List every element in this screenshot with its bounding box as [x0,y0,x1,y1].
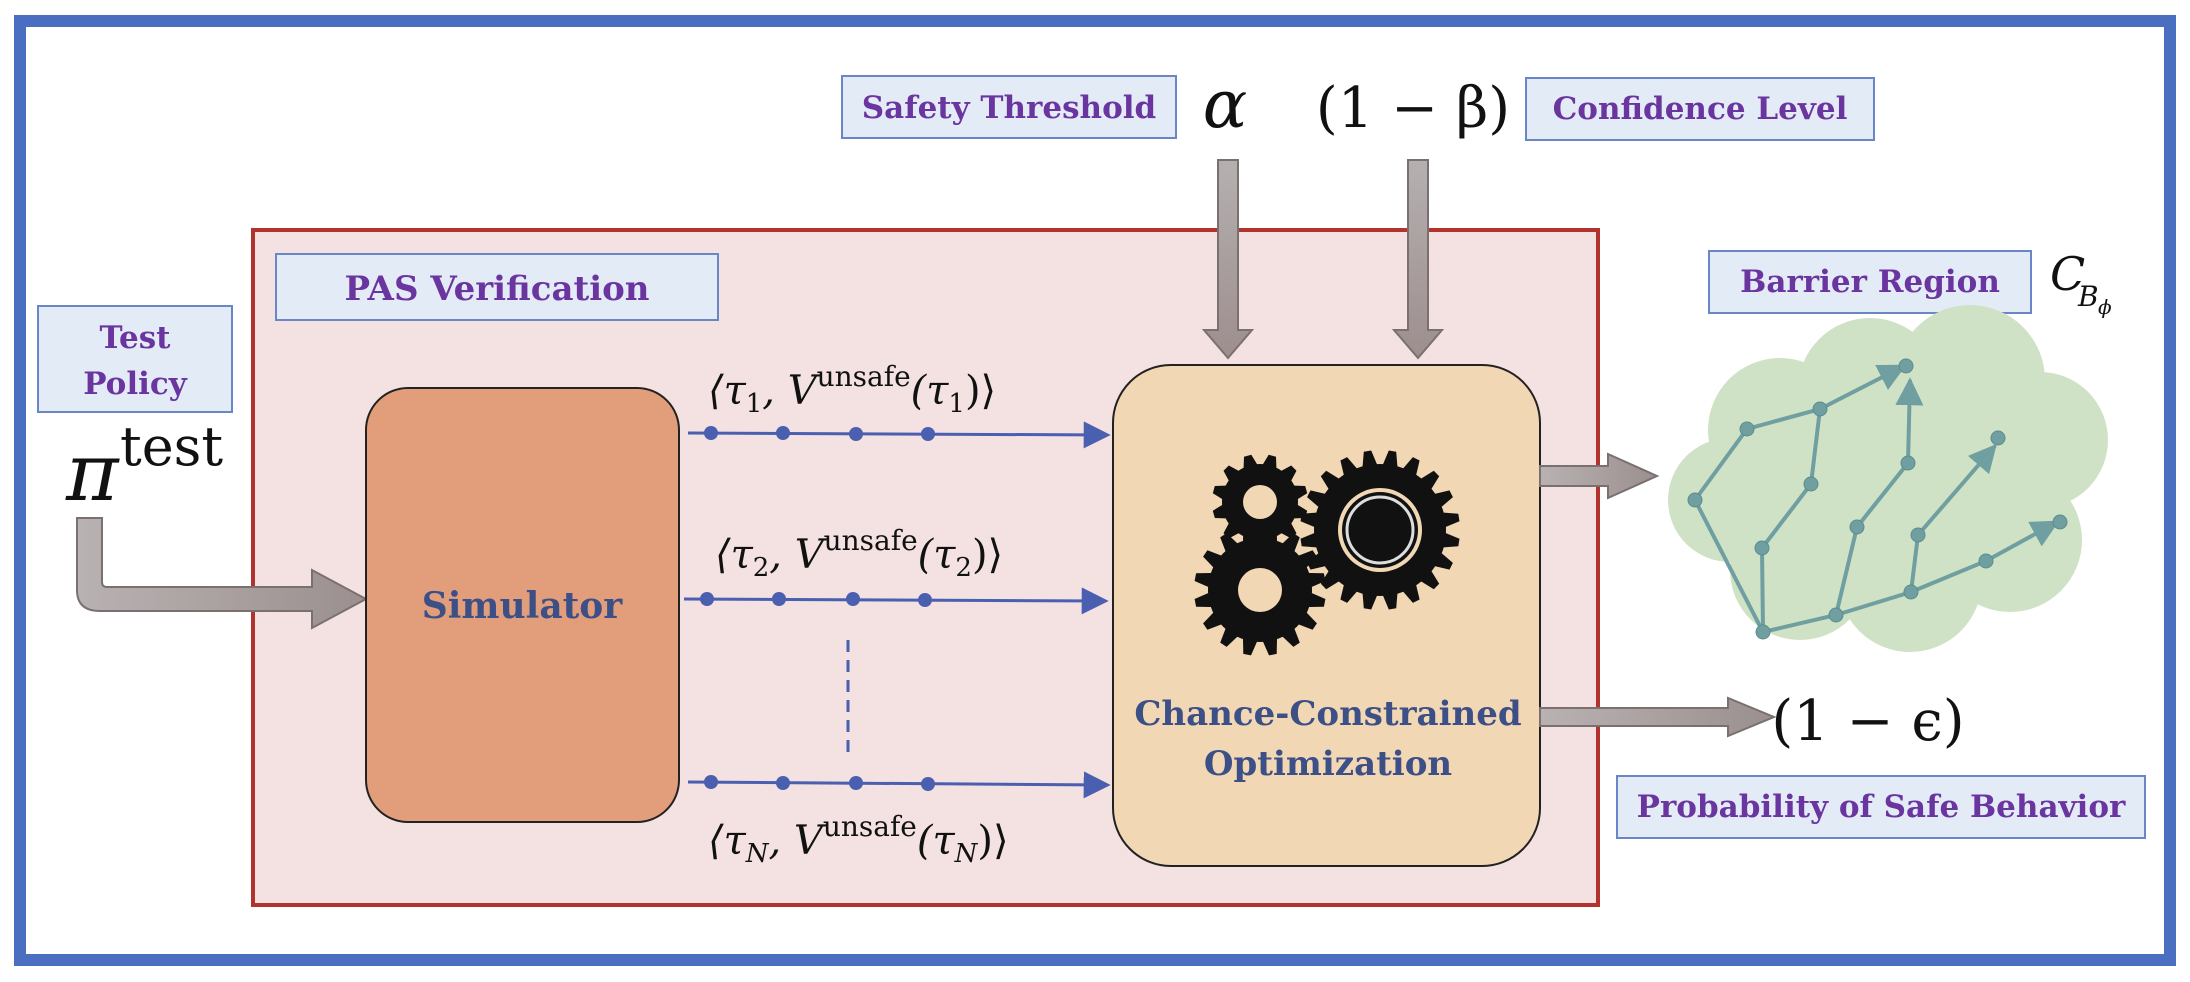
one-minus-beta: (1 − β) [1316,76,1510,141]
svg-text:test: test [120,415,223,478]
svg-text:B: B [2077,280,2099,313]
optimizer-block: Chance-Constrained Optimization [1112,364,1541,867]
trajectory-2-label: ⟨τ2, Vunsafe(τ2)⟩ [715,524,1003,583]
barrier-region-label: Barrier Region [1708,250,2032,314]
trajectory-n [687,771,1111,799]
svg-text:Test: Test [99,320,171,356]
trajectory-n-label: ⟨τN, Vunsafe(τN)⟩ [708,810,1009,869]
svg-text:ϕ: ϕ [2098,295,2112,319]
probability-output-arrow [1539,696,1777,738]
svg-text:⟨τ2, Vunsafe(τ2)⟩: ⟨τ2, Vunsafe(τ2)⟩ [715,524,1003,583]
trajectory-1 [687,421,1111,449]
barrier-symbol: C B ϕ [2050,247,2112,319]
svg-text:Chance-Constrained: Chance-Constrained [1134,694,1521,734]
svg-text:Simulator: Simulator [422,585,624,627]
svg-text:⟨τN, Vunsafe(τN)⟩: ⟨τN, Vunsafe(τN)⟩ [708,810,1009,869]
barrier-output-arrow [1539,452,1660,500]
safety-threshold-label: Safety Threshold [841,75,1177,139]
beta-arrow [1391,159,1445,360]
simulator-block: Simulator [365,387,680,823]
gears-icon [1194,450,1460,656]
svg-text:Confidence Level: Confidence Level [1553,91,1848,127]
alpha-symbol: α [1203,66,1248,143]
trajectory-2 [683,587,1109,615]
svg-text:C: C [2050,247,2085,301]
svg-text:PAS Verification: PAS Verification [344,269,649,309]
one-minus-epsilon: (1 − ϵ) [1771,689,1964,754]
svg-text:π: π [65,426,120,519]
svg-text:Barrier Region: Barrier Region [1740,264,2000,300]
svg-text:Policy: Policy [83,366,188,402]
svg-text:Optimization: Optimization [1204,744,1452,784]
svg-text:Probability of Safe Behavior: Probability of Safe Behavior [1637,789,2126,825]
pi-test-symbol: π test [65,415,223,519]
confidence-level-label: Confidence Level [1525,77,1875,141]
pas-verification-label: PAS Verification [275,253,719,321]
svg-text:Safety Threshold: Safety Threshold [862,90,1156,126]
barrier-region-nodes [1687,358,2068,640]
trajectory-1-label: ⟨τ1, Vunsafe(τ1)⟩ [708,360,996,419]
policy-input-arrow [76,517,369,630]
test-policy-label: Test Policy [37,305,233,413]
probability-safe-label: Probability of Safe Behavior [1616,775,2146,839]
barrier-region-cloud [1668,305,2108,652]
alpha-arrow [1201,159,1255,360]
svg-text:⟨τ1, Vunsafe(τ1)⟩: ⟨τ1, Vunsafe(τ1)⟩ [708,360,996,419]
